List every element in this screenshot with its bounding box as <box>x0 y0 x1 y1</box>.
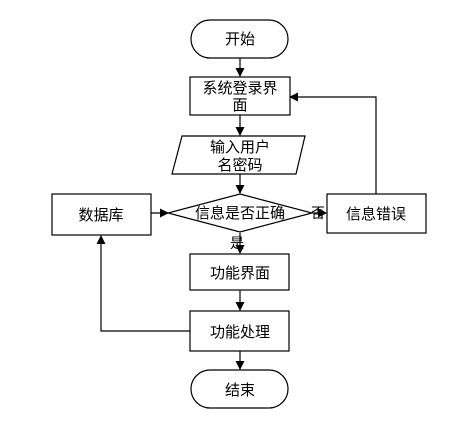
error-label: 信息错误 <box>346 205 406 223</box>
start-label: 开始 <box>225 30 255 48</box>
input-label-line2: 名密码 <box>217 156 262 174</box>
edge-process-to-database <box>96 235 190 332</box>
function-ui-box <box>189 253 290 291</box>
login-label-line1: 系统登录界 <box>202 79 277 97</box>
end-terminator <box>190 369 289 409</box>
login-process-box <box>189 76 291 116</box>
edge-label-yes: 是 <box>230 236 244 252</box>
decision-diamond <box>165 193 315 233</box>
decision-label: 信息是否正确 <box>195 204 285 222</box>
function-process-box <box>189 310 290 352</box>
end-label: 结束 <box>225 381 255 399</box>
edge-error-to-login <box>289 92 377 194</box>
login-label-line2: 面 <box>232 96 247 114</box>
edge-label-no: 否 <box>311 206 325 222</box>
function-process-label: 功能处理 <box>210 323 270 341</box>
start-terminator <box>190 19 289 59</box>
database-box <box>51 193 152 236</box>
input-parallelogram <box>171 135 306 175</box>
error-process-box <box>326 193 427 234</box>
input-label-line1: 输入用户 <box>210 138 270 156</box>
database-label: 数据库 <box>78 206 123 224</box>
function-ui-label: 功能界面 <box>210 264 270 282</box>
